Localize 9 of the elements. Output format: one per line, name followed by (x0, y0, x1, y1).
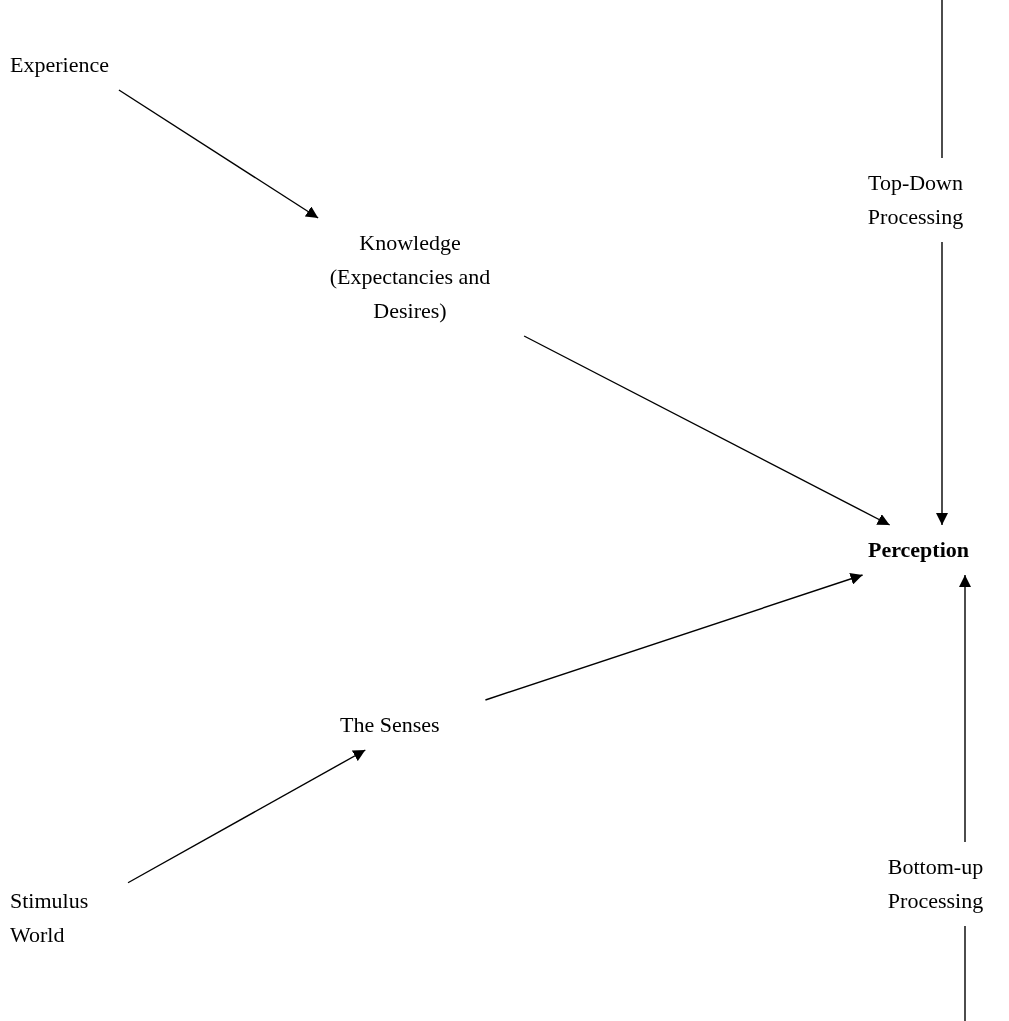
arrow (484, 573, 864, 701)
node-label: Knowledge (Expectancies and Desires) (328, 229, 492, 325)
node-label: Perception (868, 536, 970, 564)
arrow (127, 749, 366, 884)
arrow (523, 335, 891, 526)
node-label: Stimulus World (10, 887, 90, 949)
node-label: The Senses (340, 711, 441, 739)
node-label: Experience (10, 51, 110, 79)
arrow (118, 89, 319, 219)
